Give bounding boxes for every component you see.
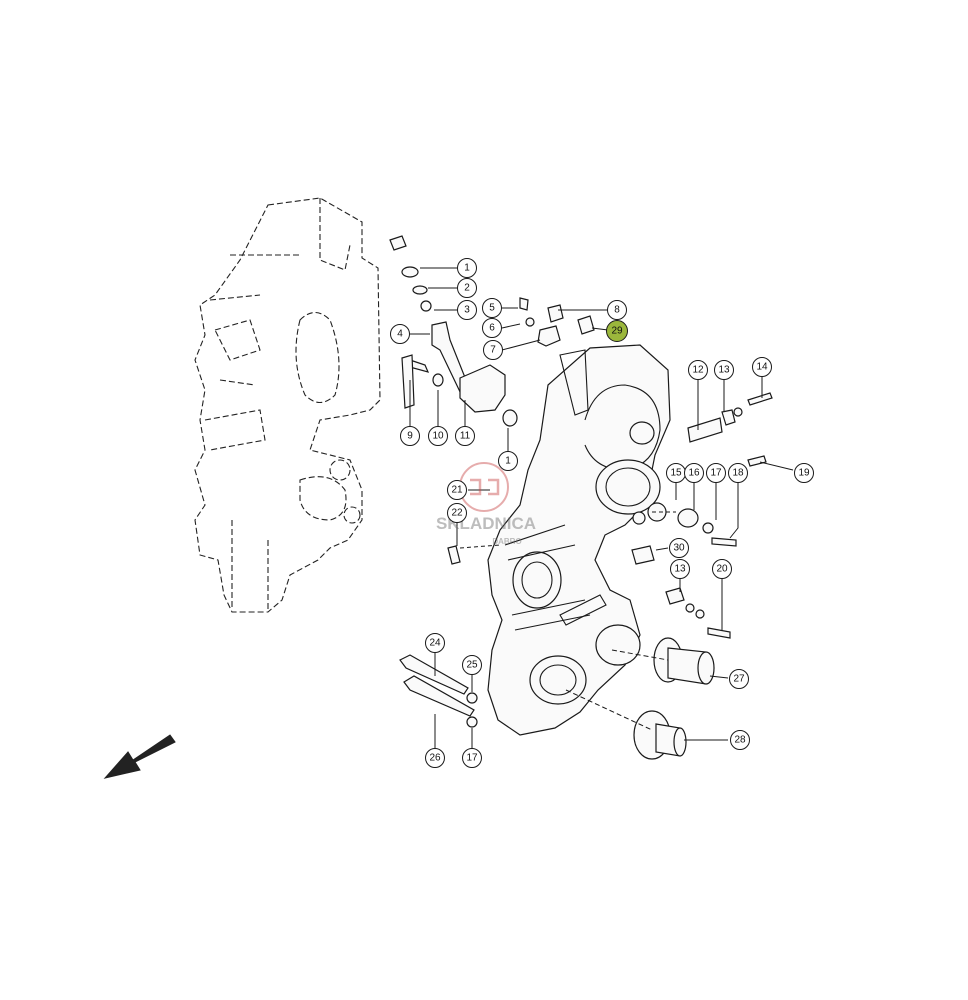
callout-label: 7 bbox=[490, 345, 496, 356]
callout-19[interactable]: 19 bbox=[794, 463, 814, 483]
callout-label: 13 bbox=[674, 564, 686, 575]
callout-8[interactable]: 8 bbox=[607, 300, 627, 320]
callout-12[interactable]: 12 bbox=[688, 360, 708, 380]
callout-9[interactable]: 9 bbox=[400, 426, 420, 446]
callout-17-lower[interactable]: 17 bbox=[462, 748, 482, 768]
arrow-down-left-icon bbox=[103, 734, 176, 779]
callout-label: 29 bbox=[611, 326, 623, 337]
flange-parts bbox=[633, 637, 715, 760]
callout-label: 24 bbox=[429, 638, 441, 649]
callouts: 1 2 3 4 5 6 7 8 29 9 10 11 1 12 13 14 15… bbox=[390, 258, 814, 768]
long-bolts bbox=[399, 654, 478, 728]
timing-cover bbox=[487, 344, 671, 736]
callout-28[interactable]: 28 bbox=[730, 730, 750, 750]
engine-block-ghost bbox=[194, 197, 381, 613]
callout-27[interactable]: 27 bbox=[729, 669, 749, 689]
callout-29-highlighted[interactable]: 29 bbox=[606, 320, 628, 342]
callout-15[interactable]: 15 bbox=[666, 463, 686, 483]
callout-6[interactable]: 6 bbox=[482, 318, 502, 338]
leader-lines bbox=[409, 267, 794, 748]
callout-label: 16 bbox=[688, 468, 700, 479]
callout-10[interactable]: 10 bbox=[428, 426, 448, 446]
callout-label: 17 bbox=[466, 753, 478, 764]
sensor-fittings bbox=[519, 297, 595, 347]
watermark-subtitle: DABRO bbox=[492, 537, 521, 546]
callout-25[interactable]: 25 bbox=[462, 655, 482, 675]
callout-30[interactable]: 30 bbox=[669, 538, 689, 558]
callout-2[interactable]: 2 bbox=[457, 278, 477, 298]
callout-label: 17 bbox=[710, 468, 722, 479]
callout-label: 11 bbox=[460, 431, 471, 442]
callout-5[interactable]: 5 bbox=[482, 298, 502, 318]
callout-13-lower[interactable]: 13 bbox=[670, 559, 690, 579]
callout-label: 1 bbox=[464, 263, 470, 274]
right-hardware bbox=[647, 392, 773, 547]
callout-label: 6 bbox=[489, 323, 495, 334]
callout-17[interactable]: 17 bbox=[706, 463, 726, 483]
callout-label: 21 bbox=[451, 485, 463, 496]
callout-label: 4 bbox=[397, 329, 403, 340]
callout-label: 8 bbox=[614, 305, 620, 316]
callout-1[interactable]: 1 bbox=[457, 258, 477, 278]
callout-22[interactable]: 22 bbox=[447, 503, 467, 523]
small-bolts bbox=[401, 354, 415, 409]
callout-1-lower[interactable]: 1 bbox=[498, 451, 518, 471]
callout-label: 2 bbox=[464, 283, 470, 294]
callout-16[interactable]: 16 bbox=[684, 463, 704, 483]
callout-label: 30 bbox=[673, 543, 685, 554]
callout-label: 14 bbox=[756, 362, 768, 373]
callout-label: 1 bbox=[505, 456, 511, 467]
callout-label: 27 bbox=[733, 674, 745, 685]
callout-label: 10 bbox=[432, 431, 444, 442]
lower-right-hardware bbox=[447, 545, 731, 639]
callout-label: 3 bbox=[464, 305, 470, 316]
callout-label: 9 bbox=[407, 431, 413, 442]
callout-24[interactable]: 24 bbox=[425, 633, 445, 653]
callout-label: 13 bbox=[718, 365, 730, 376]
callout-label: 19 bbox=[798, 468, 810, 479]
callout-label: 12 bbox=[692, 365, 704, 376]
callout-label: 15 bbox=[670, 468, 682, 479]
callout-14[interactable]: 14 bbox=[752, 357, 772, 377]
callout-label: 20 bbox=[716, 564, 728, 575]
callout-18[interactable]: 18 bbox=[728, 463, 748, 483]
callout-label: 22 bbox=[451, 508, 463, 519]
bracket-parts bbox=[389, 235, 518, 427]
callout-label: 5 bbox=[489, 303, 495, 314]
callout-label: 18 bbox=[732, 468, 744, 479]
callout-7[interactable]: 7 bbox=[483, 340, 503, 360]
callout-3[interactable]: 3 bbox=[457, 300, 477, 320]
callout-21[interactable]: 21 bbox=[447, 480, 467, 500]
callout-label: 26 bbox=[429, 753, 441, 764]
callout-label: 28 bbox=[734, 735, 746, 746]
callout-20[interactable]: 20 bbox=[712, 559, 732, 579]
callout-label: 25 bbox=[466, 660, 478, 671]
callout-4[interactable]: 4 bbox=[390, 324, 410, 344]
callout-11[interactable]: 11 bbox=[455, 426, 475, 446]
callout-26[interactable]: 26 bbox=[425, 748, 445, 768]
callout-13[interactable]: 13 bbox=[714, 360, 734, 380]
